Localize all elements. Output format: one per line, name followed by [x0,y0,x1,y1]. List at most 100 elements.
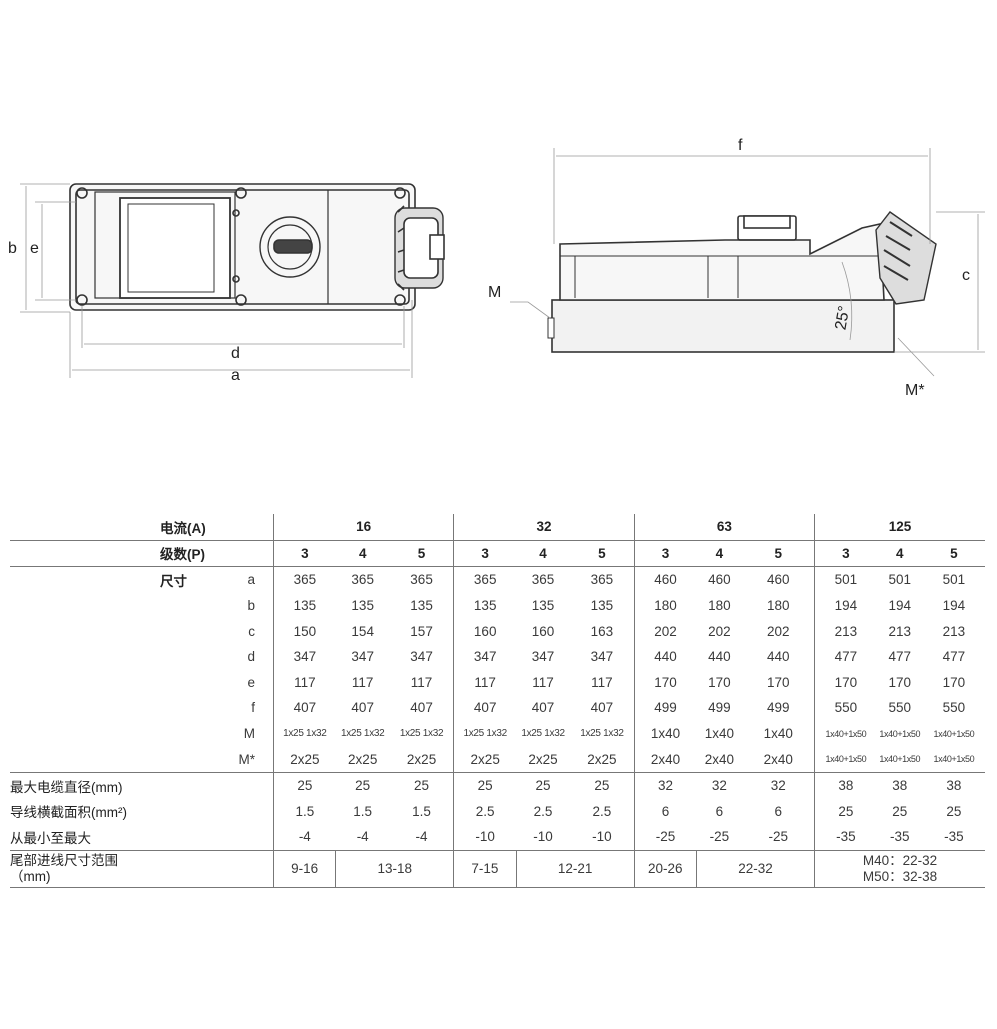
dimension-value: 135 [590,598,614,614]
current-label: 电流(A) [160,520,206,536]
pole-cell: 4 [876,539,923,568]
cable-value: -4 [356,829,369,845]
cable-value: 25 [946,803,962,819]
current-row: 电流(A) 16 32 63 125 [10,514,985,541]
label-d: d [231,345,240,362]
cable-value: 1.5 [353,803,373,819]
pole-cell: 3 [453,539,516,568]
size-label [10,670,160,696]
size-label [10,695,160,721]
cable-value: 38 [892,778,908,794]
dimension-key: d [247,649,256,665]
dimension-value: 347 [273,643,336,670]
cross-section-label: 导线横截面积(mm²) [10,805,127,821]
min-to-max-label: 从最小至最大 [10,830,91,846]
cable-value: -10 [592,829,612,845]
dimension-value: 1x25 1x32 [521,728,565,740]
dimension-value: 117 [273,669,336,696]
dimension-value: 1x40+1x50 [876,746,923,773]
dimension-value: 160 [531,623,555,639]
cable-value: 25 [273,772,336,799]
dimension-value: 202 [633,618,697,644]
dimension-value: 157 [410,623,433,639]
pole-cell: 5 [389,539,454,568]
dimension-value: 170 [942,674,966,690]
dimension-value: 407 [351,700,374,716]
cable-value: -25 [768,829,789,845]
label-a: a [231,367,240,384]
dimension-value: 407 [410,700,433,716]
current-63: 63 [633,514,815,541]
dimension-value: 180 [708,598,731,614]
dimension-value: 2x25 [453,746,516,773]
pole-cell: 4 [516,539,571,568]
dimension-value: 2x25 [273,746,336,773]
max-cable-label: 最大电缆直径(mm) [10,779,123,795]
label-m-star: M* [905,382,925,399]
technical-drawing: b e d a f c M M* 25° [8,137,985,399]
dimension-value: 1x40+1x50 [922,746,985,773]
tail-16b: 13-18 [335,849,454,888]
dimension-value: 117 [591,674,613,690]
dimension-value: 365 [273,566,336,593]
cable-value: 25 [814,798,877,825]
cable-value: -4 [415,829,428,845]
dimension-value: 194 [888,598,912,614]
pole-cell: 4 [696,539,743,568]
dimension-key: c [248,623,256,639]
current-32: 32 [453,514,635,541]
tail-63b: 22-32 [695,849,815,888]
pole-cell: 5 [742,539,815,568]
dimension-value: 202 [708,623,731,639]
dimension-value: 460 [708,572,731,588]
dimension-value: 501 [814,566,877,593]
dimension-value: 135 [453,592,516,619]
cable-value: -25 [633,824,697,851]
cable-value: 25 [594,778,610,794]
dimension-value: 1x25 1x32 [580,728,624,740]
dimension-value: 135 [410,598,433,614]
label-m: M [488,284,501,301]
cable-value: 25 [414,778,430,794]
dimension-value: 1x40 [633,720,697,747]
size-label: 尺寸 [160,573,187,589]
cable-value: -35 [890,829,910,845]
dimension-value: 170 [888,674,912,690]
cable-value: -10 [453,824,516,851]
cable-value: -35 [814,824,877,851]
pole-cell: 5 [922,539,985,568]
dimension-value: 1x25 1x32 [453,720,516,747]
tail-16a: 9-16 [273,849,336,888]
cable-value: 32 [633,772,697,799]
tail-125: M40：22-32 M50：32-38 [814,849,985,888]
dimension-value: 365 [351,572,374,588]
cable-value: 25 [535,778,551,794]
front-dimension-lines [20,183,413,378]
dimension-value: 407 [590,700,614,716]
dimension-value: 501 [888,572,912,588]
dimension-value: 460 [767,572,790,588]
cable-value: 1.5 [273,798,336,825]
current-125: 125 [814,514,985,541]
cable-value: 1.5 [412,803,431,819]
side-view [547,211,937,353]
side-dimension-lines [510,148,985,377]
tail-label-line1: 尾部进线尺寸范围 [10,852,118,868]
dimension-value: 499 [633,695,697,721]
dimension-value: 117 [453,669,516,696]
dimension-value: 1x25 1x32 [273,720,336,747]
dimension-value: 365 [531,572,555,588]
dimension-value: 347 [351,649,374,665]
pole-cell: 3 [633,539,697,568]
pole-cell: 5 [570,539,635,568]
size-label [10,746,161,773]
cable-value: 2.5 [453,798,516,825]
dimension-value: 1x40 [704,726,735,742]
tail-125-m40: M40：22-32 [862,852,938,868]
dimension-value: 407 [453,695,516,721]
